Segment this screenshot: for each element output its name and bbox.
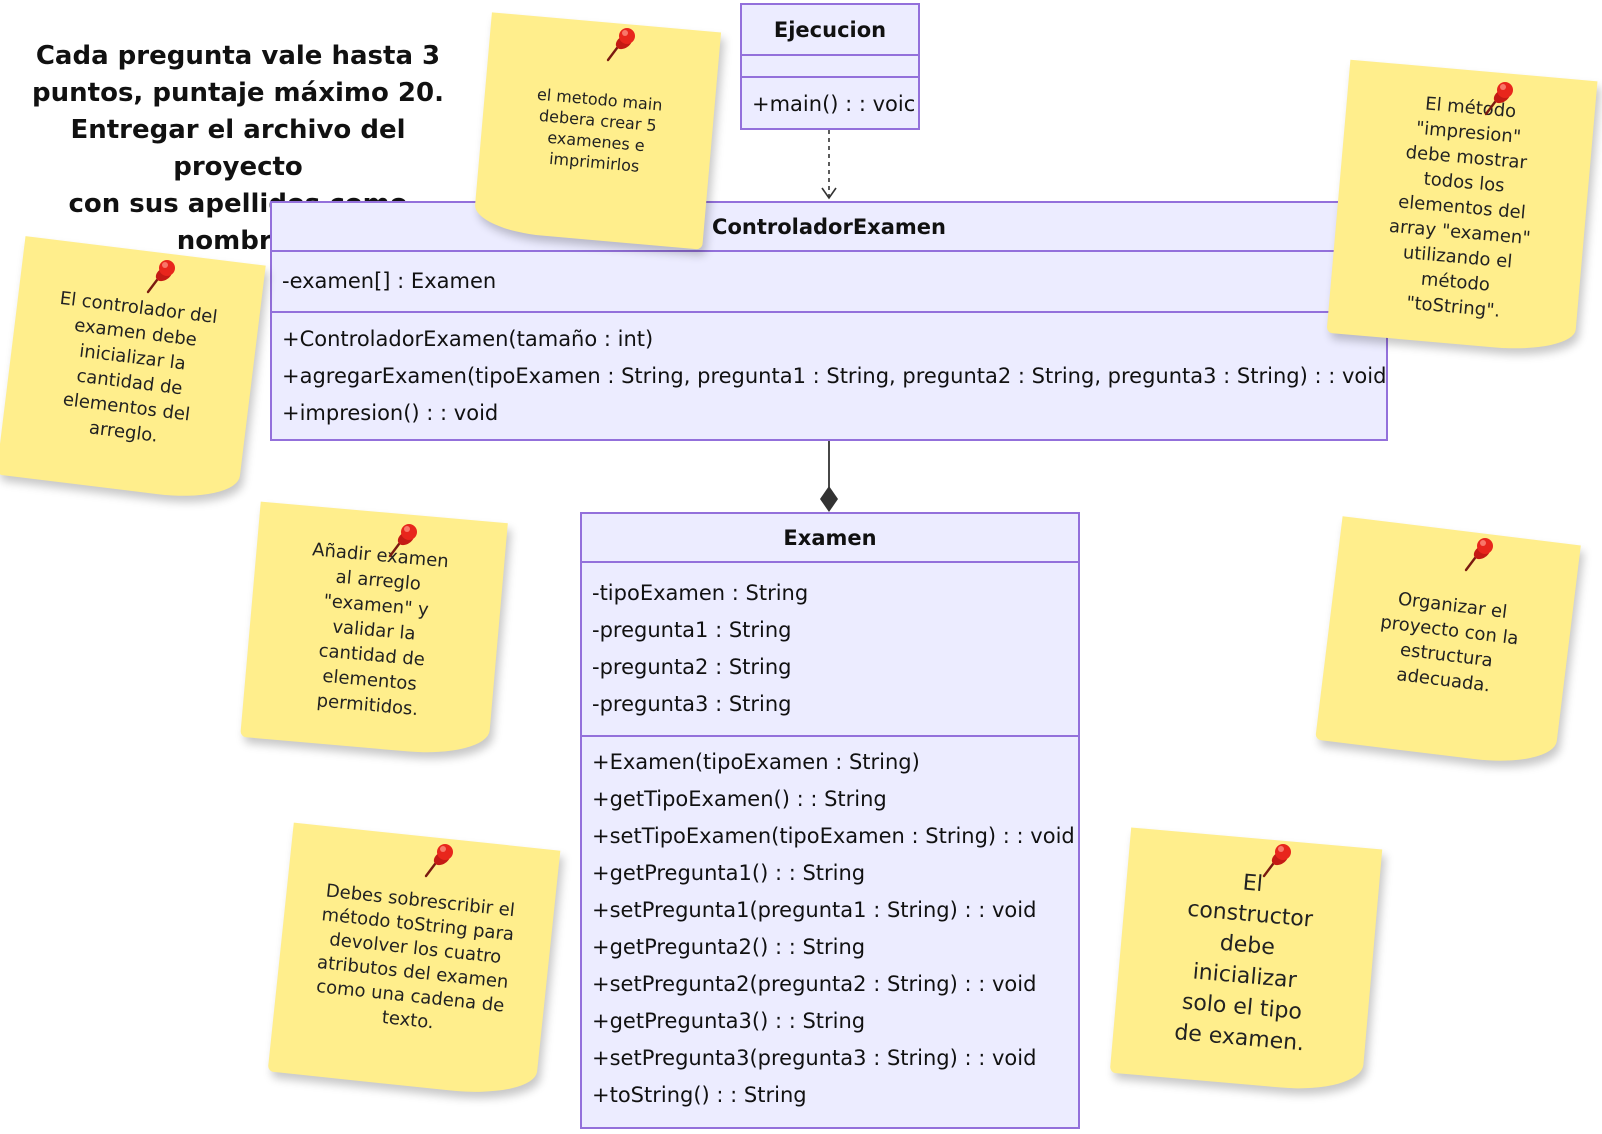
note-text: Organizar el proyecto con la estructura … xyxy=(1379,588,1520,696)
pushpin-icon xyxy=(1464,538,1493,572)
method-item: +setTipoExamen(tipoExamen : String) : : … xyxy=(592,824,1075,848)
class-attributes: -examen[] : Examen xyxy=(272,252,1386,313)
method-item: +getPregunta3() : : String xyxy=(592,1009,866,1033)
pushpin-icon xyxy=(388,524,417,558)
pushpin-icon xyxy=(146,260,175,294)
class-title: Examen xyxy=(582,514,1078,563)
method-item: +getPregunta1() : : String xyxy=(592,861,866,885)
note-text: El constructor debe inicializar solo el … xyxy=(1173,870,1314,1057)
class-controlador-examen[interactable]: ControladorExamen -examen[] : Examen +Co… xyxy=(270,201,1388,441)
class-title: Ejecucion xyxy=(742,5,918,56)
composition-diamond xyxy=(820,486,838,512)
method-item: +agregarExamen(tipoExamen : String, preg… xyxy=(282,364,1387,388)
sticky-note-impresion[interactable]: El método "impresion" debe mostrar todos… xyxy=(1326,59,1598,355)
method-item: +Examen(tipoExamen : String) xyxy=(592,750,920,774)
note-text: El controlador del examen debe inicializ… xyxy=(58,287,219,447)
method-item: +setPregunta3(pregunta3 : String) : : vo… xyxy=(592,1046,1037,1070)
pushpin-icon xyxy=(424,844,453,878)
pushpin-icon xyxy=(1262,844,1291,878)
method-item: +ControladorExamen(tamaño : int) xyxy=(282,327,654,351)
instructions-line: Entregar el archivo del proyecto xyxy=(70,115,406,182)
class-attributes: -tipoExamen : String -pregunta1 : String… xyxy=(582,563,1078,737)
sticky-note-controlador[interactable]: El controlador del examen debe inicializ… xyxy=(0,236,266,504)
attribute-item: -pregunta1 : String xyxy=(592,618,792,642)
method-item: +setPregunta1(pregunta1 : String) : : vo… xyxy=(592,898,1037,922)
class-methods: +Examen(tipoExamen : String) +getTipoExa… xyxy=(582,737,1078,1114)
note-text: el metodo main debera crear 5 examenes e… xyxy=(536,84,664,176)
class-ejecucion[interactable]: Ejecucion +main() : : voic xyxy=(740,3,920,130)
method-item: +toString() : : String xyxy=(592,1083,807,1107)
class-methods: +ControladorExamen(tamaño : int) +agrega… xyxy=(272,313,1386,432)
class-examen[interactable]: Examen -tipoExamen : String -pregunta1 :… xyxy=(580,512,1080,1129)
sticky-note-tostring[interactable]: Debes sobrescribir el método toString pa… xyxy=(267,822,561,1100)
method-item: +getPregunta2() : : String xyxy=(592,935,866,959)
attribute-item: -examen[] : Examen xyxy=(282,269,497,293)
note-text: El método "impresion" debe mostrar todos… xyxy=(1388,92,1532,322)
note-text: Debes sobrescribir el método toString pa… xyxy=(315,880,516,1034)
method-item: +main() : : voic xyxy=(752,92,916,116)
dependency-arrowhead xyxy=(821,187,837,200)
class-title: ControladorExamen xyxy=(272,203,1386,252)
attribute-item: -pregunta2 : String xyxy=(592,655,792,679)
sticky-note-main[interactable]: el metodo main debera crear 5 examenes e… xyxy=(472,12,722,250)
sticky-note-anadir[interactable]: Añadir examen al arreglo "examen" y vali… xyxy=(240,501,508,759)
sticky-note-organizar[interactable]: Organizar el proyecto con la estructura … xyxy=(1315,516,1581,769)
instructions-line: Cada pregunta vale hasta 3 xyxy=(35,41,441,71)
instructions-line: puntos, puntaje máximo 20. xyxy=(32,78,444,108)
sticky-note-constructor[interactable]: El constructor debe inicializar solo el … xyxy=(1109,827,1383,1095)
method-item: +setPregunta2(pregunta2 : String) : : vo… xyxy=(592,972,1037,996)
pushpin-icon xyxy=(1484,82,1513,116)
class-attributes xyxy=(742,56,918,78)
method-item: +impresion() : : void xyxy=(282,401,499,425)
attribute-item: -pregunta3 : String xyxy=(592,692,792,716)
method-item: +getTipoExamen() : : String xyxy=(592,787,887,811)
attribute-item: -tipoExamen : String xyxy=(592,581,809,605)
note-text: Añadir examen al arreglo "examen" y vali… xyxy=(311,538,450,720)
pushpin-icon xyxy=(606,28,635,62)
class-methods: +main() : : voic xyxy=(742,78,918,123)
